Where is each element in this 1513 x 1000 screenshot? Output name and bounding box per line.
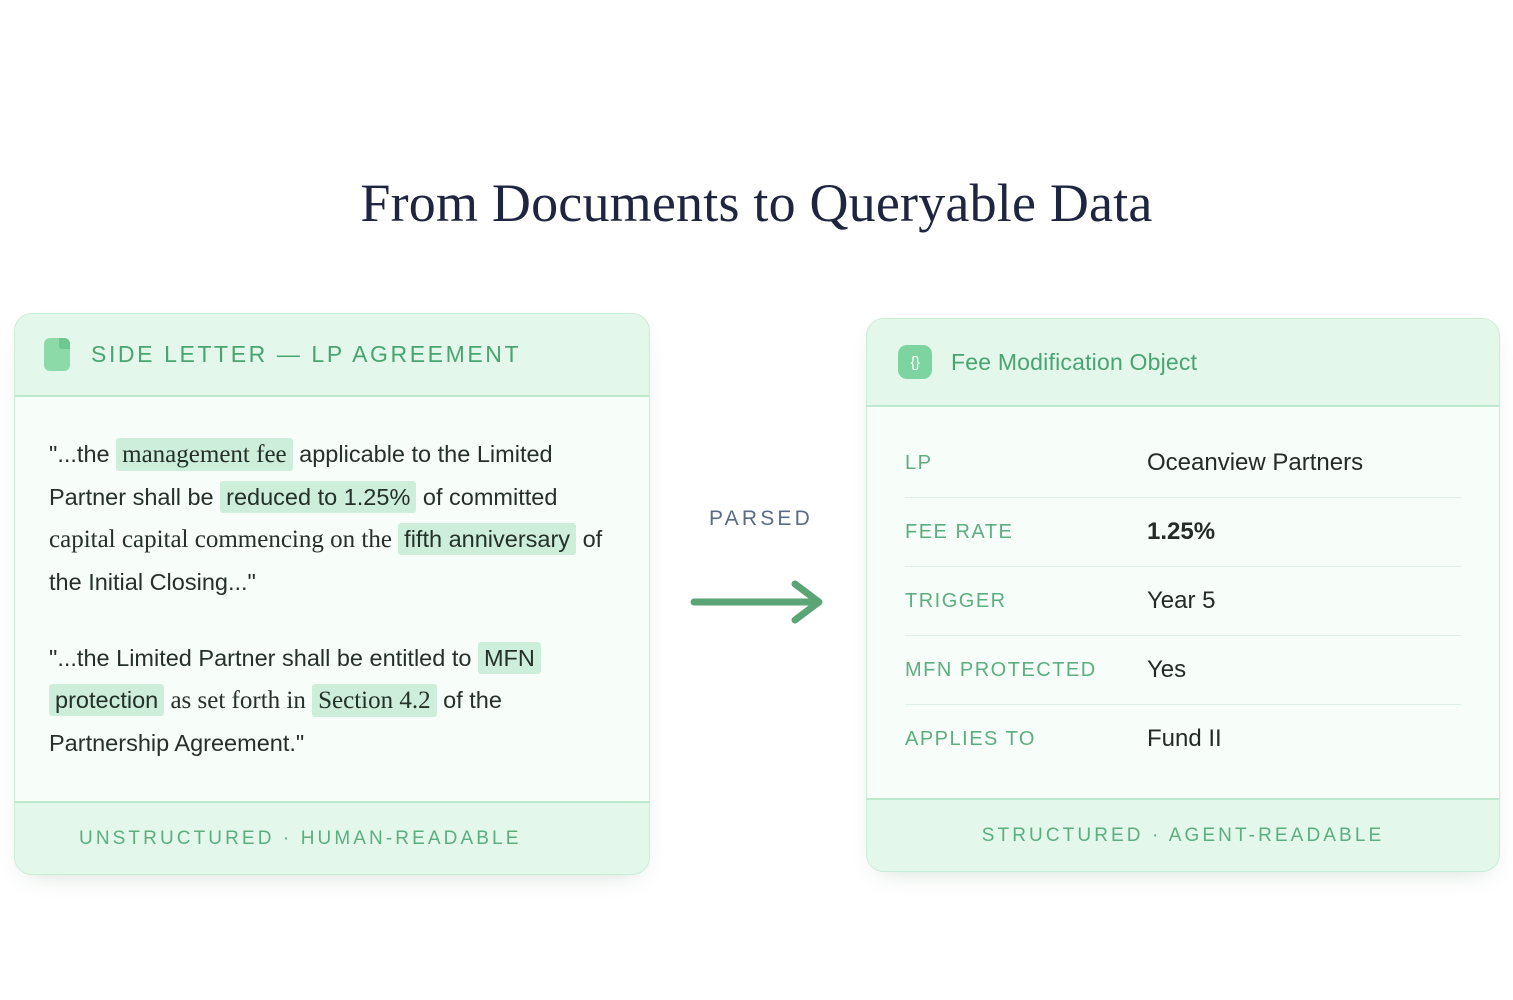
field-row-applies-to: APPLIES TO Fund II [905,705,1461,773]
field-row-lp: LP Oceanview Partners [905,429,1461,498]
output-card-header: {} Fee Modification Object [867,319,1499,407]
text-segment: of committed [416,484,558,510]
highlight-management-fee: management fee [116,438,293,471]
source-document-text: "...the management fee applicable to the… [15,397,649,764]
field-label: MFN PROTECTED [905,658,1097,681]
field-row-trigger: TRIGGER Year 5 [905,567,1461,636]
output-card-footer: STRUCTURED · AGENT-READABLE [867,798,1499,871]
field-row-fee-rate: FEE RATE 1.25% [905,498,1461,567]
source-card-footer-label: UNSTRUCTURED · HUMAN-READABLE [79,827,522,849]
page-title: From Documents to Queryable Data [360,173,1153,233]
document-paragraph-2: "...the Limited Partner shall be entitle… [49,637,615,764]
braces-icon: {} [898,345,932,379]
text-segment: "...the Limited Partner shall be entitle… [49,645,478,671]
source-card-title: SIDE LETTER — LP AGREEMENT [91,341,522,367]
text-segment-serif: as set forth in [164,687,313,714]
field-row-mfn-protected: MFN PROTECTED Yes [905,636,1461,705]
field-label: FEE RATE [905,520,1014,543]
arrow-right-icon [688,580,828,624]
field-label: TRIGGER [905,589,1007,612]
field-value: Year 5 [1147,587,1216,614]
parsed-label: PARSED [709,507,813,530]
source-document-card: SIDE LETTER — LP AGREEMENT "...the manag… [14,313,650,875]
field-value: Oceanview Partners [1147,449,1364,476]
field-label: APPLIES TO [905,727,1036,750]
text-segment: of the Partnership Agreement." [49,687,502,756]
field-value: Fund II [1147,725,1222,752]
text-segment-serif: capital capital commencing on the [49,526,399,553]
field-value: 1.25% [1147,518,1216,545]
text-segment: of the Initial Closing..." [49,526,603,595]
highlight-fifth-anniversary: fifth anniversary [398,523,577,555]
highlight-reduced-rate: reduced to 1.25% [220,481,417,513]
field-label: LP [905,451,933,474]
text-segment: "...the [49,441,117,467]
output-card-footer-label: STRUCTURED · AGENT-READABLE [981,824,1385,846]
structured-output-card: {} Fee Modification Object LP Oceanview … [866,318,1500,872]
source-card-footer: UNSTRUCTURED · HUMAN-READABLE [15,801,649,874]
highlight-section-reference: Section 4.2 [312,684,437,717]
output-card-title: Fee Modification Object [951,348,1198,375]
text-segment: applicable to the Limited Partner shall … [49,441,553,510]
source-card-header: SIDE LETTER — LP AGREEMENT [15,314,649,397]
fee-modification-fields: LP Oceanview Partners FEE RATE 1.25% TRI… [867,407,1499,773]
document-icon [44,338,70,371]
field-value: Yes [1147,656,1187,683]
document-paragraph-1: "...the management fee applicable to the… [49,433,615,603]
